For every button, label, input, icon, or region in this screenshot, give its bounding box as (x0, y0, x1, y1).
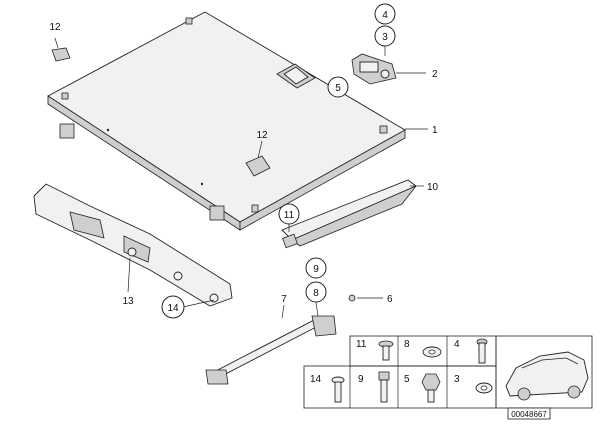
callout-2: 2 (432, 69, 438, 80)
bolt-4-icon (476, 338, 488, 364)
nut-5-icon (421, 373, 441, 403)
callout-12-mid: 12 (256, 130, 268, 141)
callout-8: 8 (305, 281, 327, 303)
table-label-8: 8 (404, 339, 410, 350)
clip-part-12-top (51, 47, 71, 62)
table-label-5: 5 (404, 374, 410, 385)
callout-5: 5 (327, 76, 349, 98)
rivet-14-icon (331, 376, 345, 403)
callout-10: 10 (427, 182, 439, 193)
hinge-bracket (351, 53, 397, 85)
cover-panel (47, 11, 406, 231)
callout-1: 1 (432, 125, 438, 136)
roller-blind (281, 179, 417, 249)
side-trim (33, 183, 233, 307)
table-label-3: 3 (454, 374, 460, 385)
bolt-9-icon (378, 371, 390, 403)
rod-part (205, 315, 337, 385)
callout-14: 14 (161, 295, 185, 319)
screw-11-icon (378, 340, 394, 361)
vehicle-icon (505, 351, 589, 401)
callout-4: 4 (374, 3, 396, 25)
clip-part-12-mid (245, 155, 271, 177)
callout-6: 6 (387, 294, 393, 305)
svg-text:00048667: 00048667 (511, 410, 547, 419)
svg-text:11: 11 (284, 210, 295, 221)
callout-12-top: 12 (49, 22, 61, 33)
table-label-9: 9 (358, 374, 364, 385)
svg-text:9: 9 (313, 264, 319, 275)
table-label-14: 14 (310, 374, 322, 385)
callout-7: 7 (281, 294, 287, 305)
washer-part-6 (348, 294, 356, 302)
svg-text:4: 4 (382, 10, 388, 21)
diagram-id: 00048667 (507, 407, 551, 420)
table-label-4: 4 (454, 339, 460, 350)
callout-3: 3 (374, 25, 396, 47)
svg-text:8: 8 (313, 288, 319, 299)
svg-text:5: 5 (335, 83, 341, 94)
parts-table: 11 8 4 14 9 5 3 (303, 335, 593, 409)
callout-13: 13 (122, 296, 134, 307)
table-label-11: 11 (356, 339, 367, 350)
callout-9: 9 (305, 257, 327, 279)
callout-11: 11 (278, 203, 300, 225)
washer-8-icon (422, 346, 442, 358)
svg-text:3: 3 (382, 32, 388, 43)
washer-3-icon (475, 382, 493, 394)
svg-text:14: 14 (167, 303, 179, 314)
